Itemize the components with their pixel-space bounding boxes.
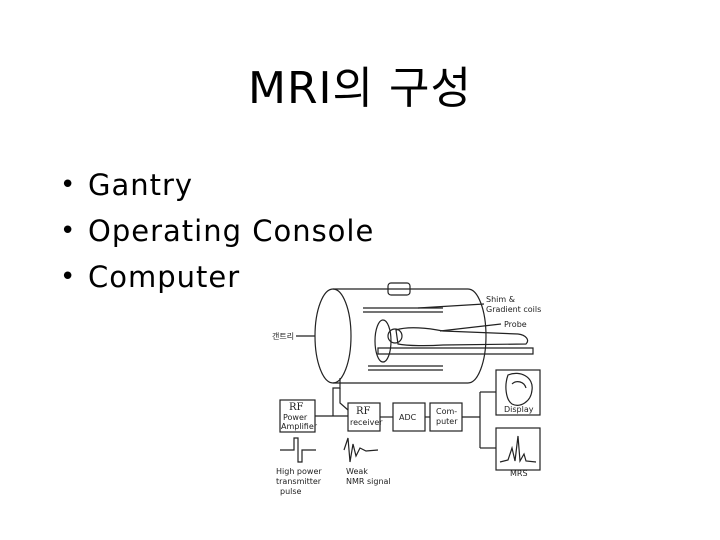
mri-system-diagram: Shim & Gradient coils Probe 갠트리 RF Power… [272, 282, 541, 496]
gantry-cylinder [314, 282, 487, 384]
shim-label-line1: Shim & [486, 295, 515, 304]
weak-label-line1: Weak [346, 467, 368, 476]
bullet-text-gantry: Gantry [88, 168, 194, 202]
bullet-dot-icon: • [60, 216, 77, 246]
adc-label: ADC [399, 413, 417, 422]
mrs-label: MRS [510, 469, 528, 478]
mrs-box [495, 427, 541, 471]
high-power-label-line1: High power [276, 467, 322, 476]
rf-amp-line2: Amplifier [281, 422, 318, 431]
bullet-text-console: Operating Console [88, 214, 375, 248]
bullet-text-computer: Computer [88, 260, 241, 294]
shim-label-line2: Gradient coils [486, 305, 541, 314]
bullet-dot-icon: • [60, 262, 77, 292]
computer-label-line2: puter [436, 417, 458, 426]
slide-title: MRI의 구성 [248, 63, 472, 114]
rf-amp-title: RF [289, 402, 304, 413]
gantry-label: 갠트리 [272, 332, 294, 341]
high-power-label-line3: pulse [280, 487, 302, 496]
computer-label-line1: Com- [436, 407, 457, 416]
bullet-item: • Computer [60, 254, 374, 300]
rf-receiver-title: RF [356, 406, 371, 417]
display-label: Display [504, 405, 534, 414]
high-power-label-line2: transmitter [276, 477, 322, 486]
high-power-pulse-waveform [280, 437, 316, 463]
rf-amp-line1: Power [283, 413, 308, 422]
bullet-list: • Gantry • Operating Console • Computer [60, 162, 374, 300]
probe-label: Probe [504, 320, 527, 329]
rf-receiver-label: receiver [350, 418, 383, 427]
bullet-item: • Operating Console [60, 208, 374, 254]
weak-label-line2: NMR signal [346, 477, 391, 486]
bullet-item: • Gantry [60, 162, 374, 208]
patient-on-table [377, 327, 534, 355]
bullet-dot-icon: • [60, 170, 77, 200]
nmr-signal-waveform [343, 437, 379, 463]
